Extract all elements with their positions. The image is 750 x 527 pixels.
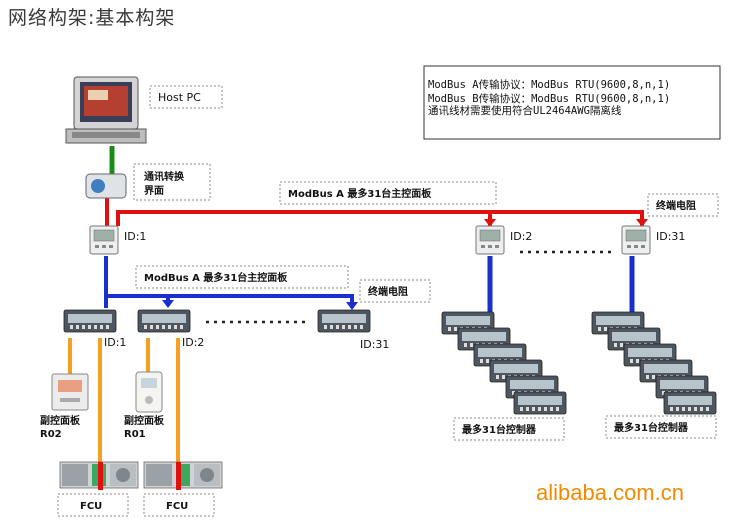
controller-stack-2 [591,311,717,415]
bus-b-wire [104,294,354,308]
max-controllers-label-1: 最多31台控制器 [462,423,537,436]
bus-a-arrow-id31 [636,219,648,227]
max-controllers-label-2: 最多31台控制器 [614,421,689,434]
bus-a-label-box [279,181,497,205]
main-panel-id1 [89,225,119,255]
page-title: 网络构架:基本构架 [8,7,175,29]
controller-id1 [63,309,117,333]
panel-id-2: ID:2 [510,230,532,243]
converter-device [85,173,127,199]
controller-id-1: ID:1 [104,336,126,349]
sub-panel-r01 [135,371,163,413]
protocol-line-a: ModBus A传输协议：ModBus RTU(9600,8,n,1) [428,78,670,91]
controller-id31 [317,309,371,333]
bus-b-arrow-id31 [346,302,358,310]
panel-id-31: ID:31 [656,230,685,243]
converter-label-line2: 界面 [144,185,164,197]
sub-panel-r02 [51,373,89,411]
terminator-label-2: 终端电阻 [368,285,408,298]
bus-a-wire [116,210,644,226]
converter-label-box [133,163,211,201]
watermark: alibaba.com.cn [536,480,684,505]
fcu-red-connector-1 [98,462,103,490]
bus-b-arrow-id2 [162,300,174,308]
main-panel-id2 [475,225,505,255]
fcu-label-box-1 [57,493,129,517]
fcu-red-connector-2 [176,462,181,490]
terminator-label-box-2 [359,279,431,303]
protocol-line-b: ModBus B传输协议：ModBus RTU(9600,8,n,1) [428,92,670,105]
max-controllers-box-1 [453,417,565,441]
terminator-label-box [647,193,719,217]
controller-id-2: ID:2 [182,336,204,349]
panel-id-1: ID:1 [124,230,146,243]
sub-panel-code-r02: R02 [40,429,62,440]
sub-panel-name-r01: 副控面板 [124,414,165,427]
controller-stack-1 [441,311,567,415]
bus-b-label: ModBus A 最多31台主控面板 [144,271,288,284]
terminator-label: 终端电阻 [656,199,696,212]
host-pc [65,76,147,144]
bus-a-label: ModBus A 最多31台主控面板 [288,187,432,200]
bus-a-arrow-id2 [484,219,496,227]
protocol-note-box [423,65,721,140]
bus-b-label-box [135,265,349,289]
fcu-label-2: FCU [166,501,188,512]
fcu-label-box-2 [143,493,215,517]
controller-id2 [137,309,191,333]
sub-panel-name-r02: 副控面板 [40,414,81,427]
main-panel-id31 [621,225,651,255]
fcu-label-1: FCU [80,501,102,512]
host-label-box [149,85,223,109]
host-label: Host PC [158,91,201,104]
fcu-unit-2 [143,461,223,489]
max-controllers-box-2 [605,415,717,439]
controller-id-31: ID:31 [360,338,389,351]
converter-label-line1: 通讯转换 [144,170,185,183]
cable-requirement: 通讯线材需要使用符合UL2464AWG隔离线 [428,104,622,117]
sub-panel-code-r01: R01 [124,429,146,440]
